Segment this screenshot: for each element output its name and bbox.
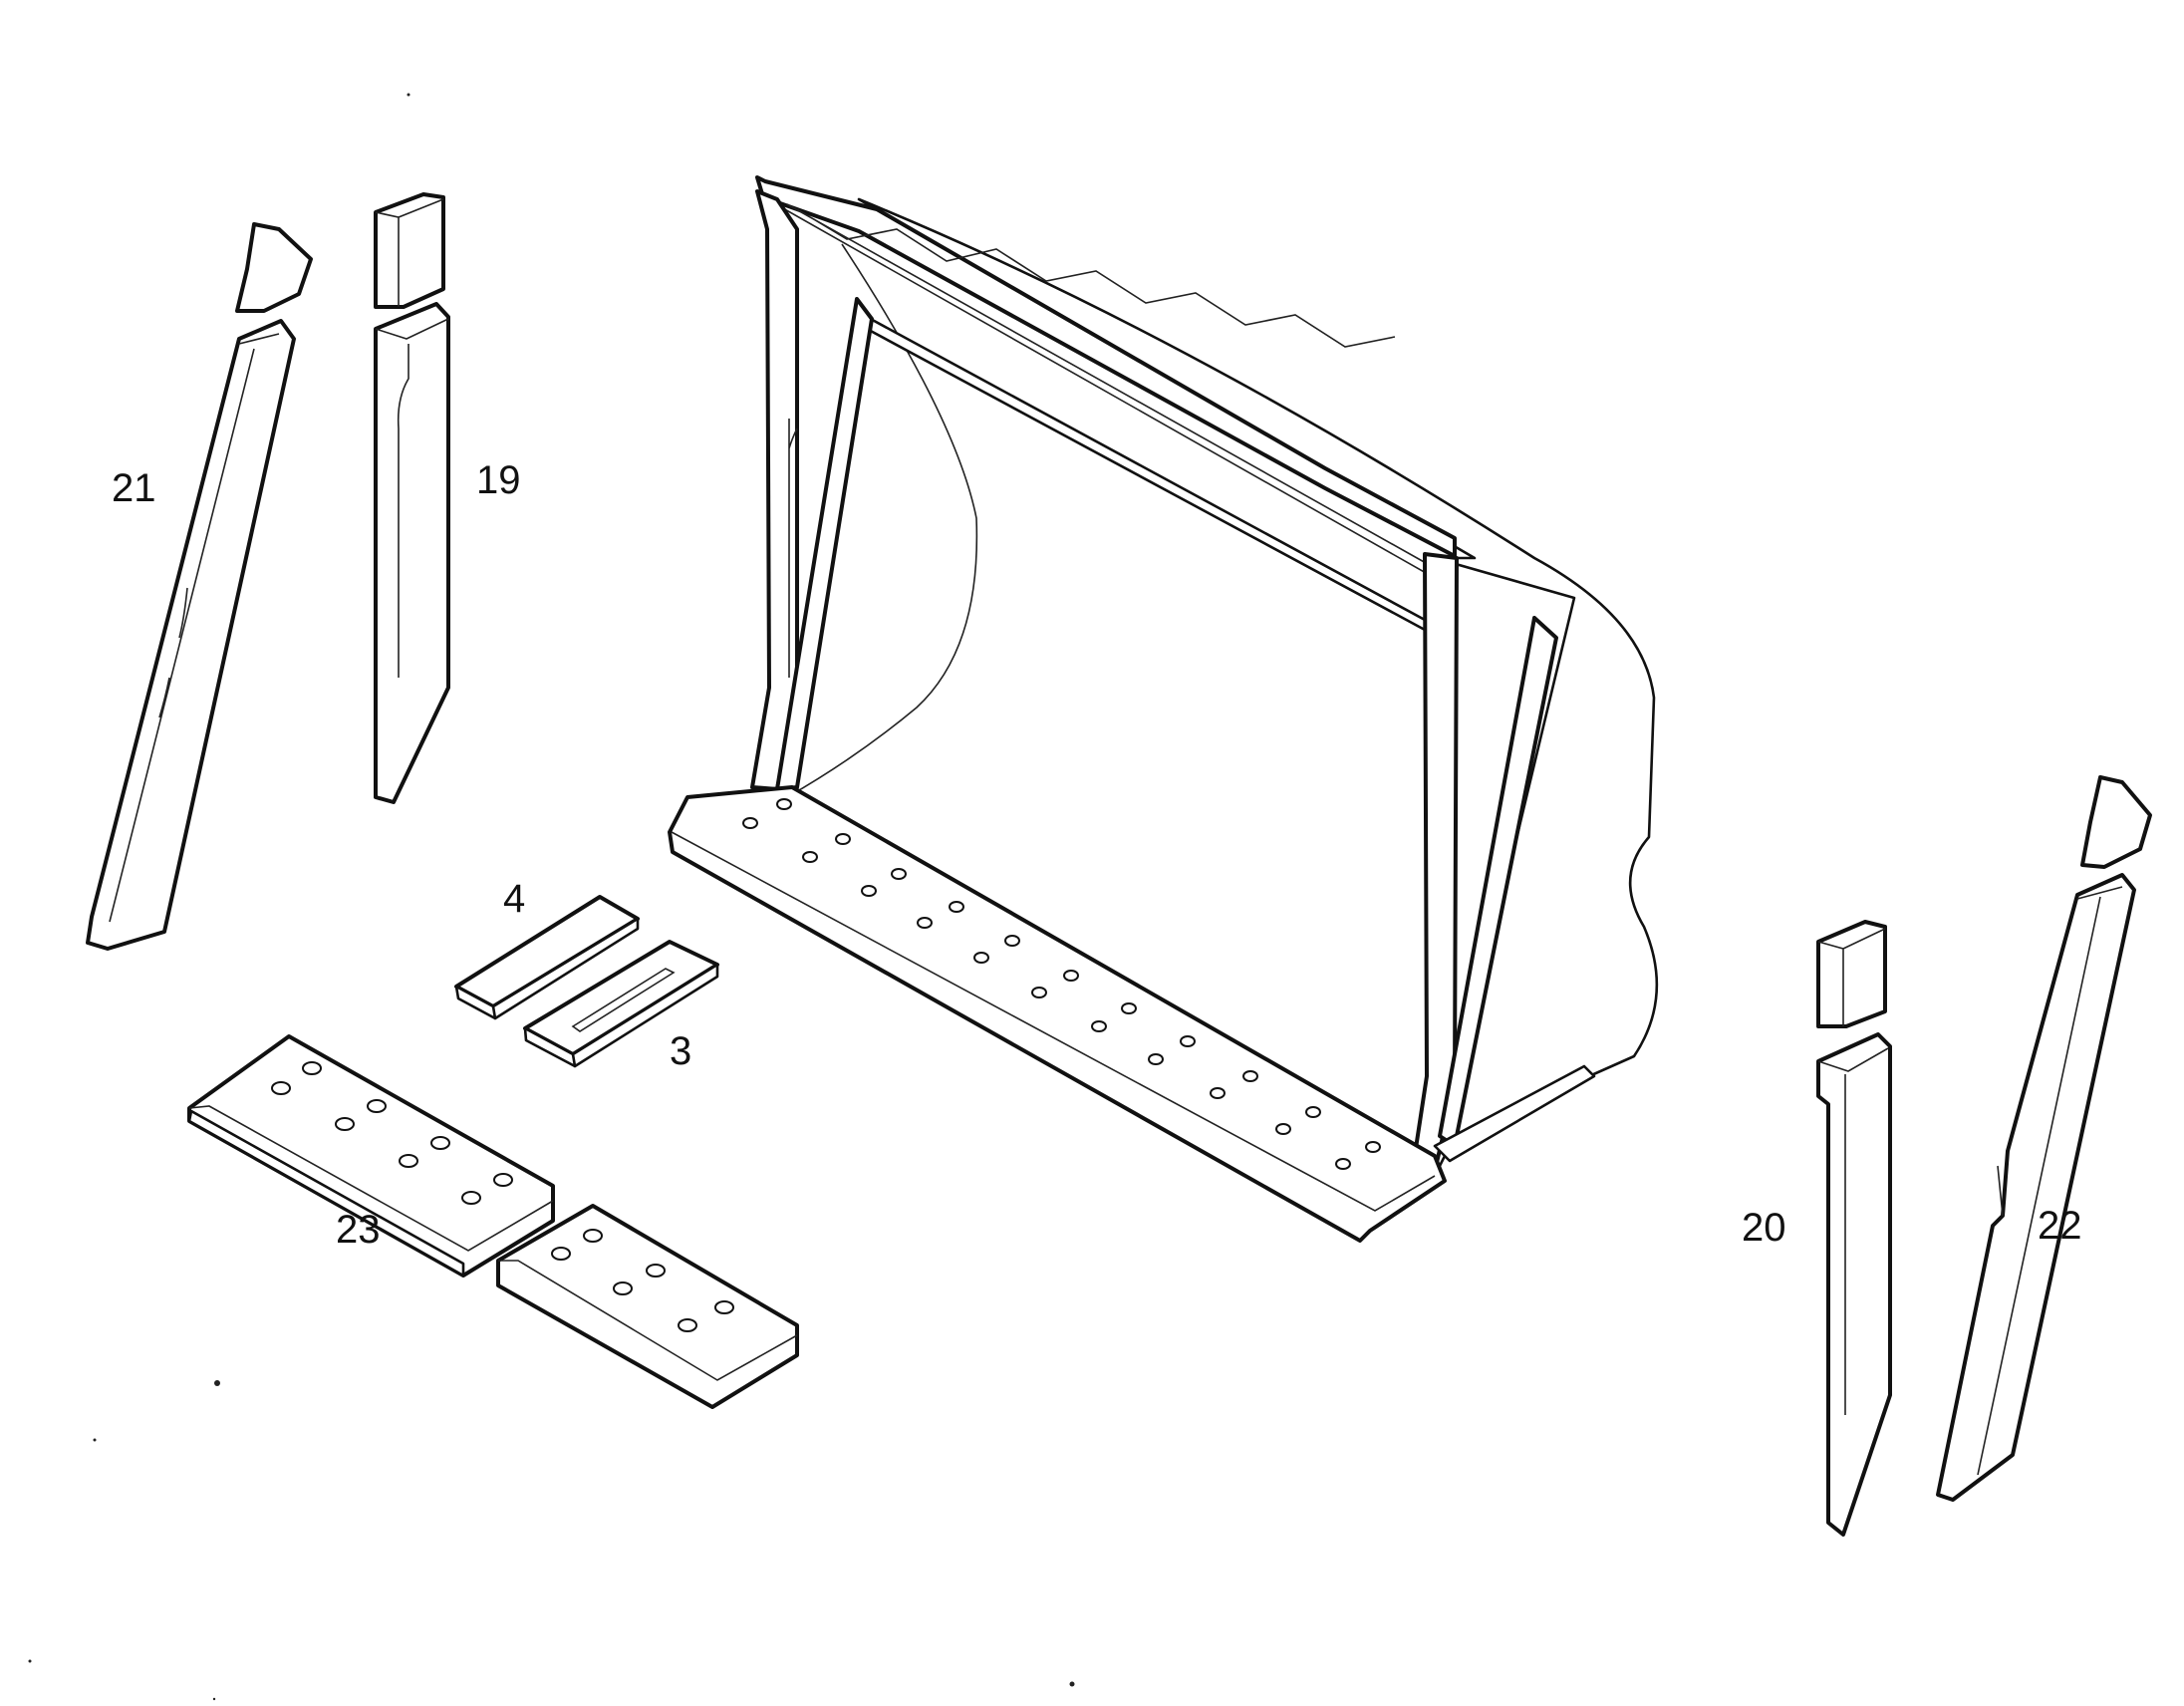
part-19-bar <box>374 302 450 804</box>
bucket-top-lattice <box>766 198 1436 579</box>
bucket-right-lower-edge <box>1433 1064 1596 1163</box>
part-19-block <box>374 192 445 309</box>
callout-4: 4 <box>503 877 525 921</box>
part-19-upright-bar <box>374 192 450 804</box>
scan-specks <box>28 93 1075 1701</box>
callout-22: 22 <box>2038 1204 2082 1248</box>
part-23-left-bevel <box>188 1105 554 1252</box>
part-23-right-holes <box>551 1229 734 1332</box>
callout-3: 3 <box>670 1029 691 1073</box>
callout-labels: 21 19 4 3 23 20 22 <box>112 458 2082 1252</box>
part-23-left-front <box>187 1109 465 1278</box>
part-22-side-bar <box>1936 775 2152 1502</box>
part-21-bar-edge <box>109 333 280 923</box>
callout-19: 19 <box>476 458 521 502</box>
callout-23: 23 <box>336 1208 381 1252</box>
callout-21: 21 <box>112 466 156 510</box>
part-20-bar-edge <box>1817 1047 1889 1415</box>
bucket-cutting-edge-bevel <box>671 831 1436 1212</box>
part-23-left-holes <box>271 1061 513 1205</box>
part-23-edge-segment-left <box>187 1034 555 1278</box>
part-23-right-top <box>496 1204 799 1409</box>
part-20-block-top <box>1817 928 1886 1026</box>
part-23-edge-segment-right <box>496 1204 799 1409</box>
part-23-right-bevel <box>498 1260 798 1381</box>
part-22-cap <box>2080 775 2152 869</box>
part-22-bar <box>1936 873 2136 1502</box>
bucket-cutting-edge <box>668 785 1447 1243</box>
part-20-block <box>1816 920 1887 1028</box>
bucket-inner-curve <box>786 243 978 798</box>
part-3-plate-side <box>523 963 719 1068</box>
part-22-bar-edge <box>1977 886 2123 1476</box>
part-20-upright-bar <box>1816 920 1892 1537</box>
part-19-block-top <box>375 198 444 307</box>
bucket-left-post-groove <box>788 419 798 678</box>
bucket-top-rail <box>755 175 1457 558</box>
bucket-bolt-holes <box>742 798 1381 1170</box>
part-21-bar <box>86 319 296 951</box>
part-20-bar <box>1816 1032 1892 1537</box>
part-19-bar-slot <box>375 318 449 678</box>
part-3-slotted-plate <box>523 940 719 1068</box>
part-21-cap <box>235 222 313 313</box>
part-3-slot <box>571 968 676 1032</box>
part-4-plate-side <box>454 917 640 1020</box>
part-4-flat-plate <box>454 895 640 1020</box>
part-21-side-bar <box>86 222 313 951</box>
bucket-left-brace <box>775 297 874 791</box>
bucket-assembly <box>668 175 1659 1243</box>
callout-20: 20 <box>1742 1206 1786 1250</box>
